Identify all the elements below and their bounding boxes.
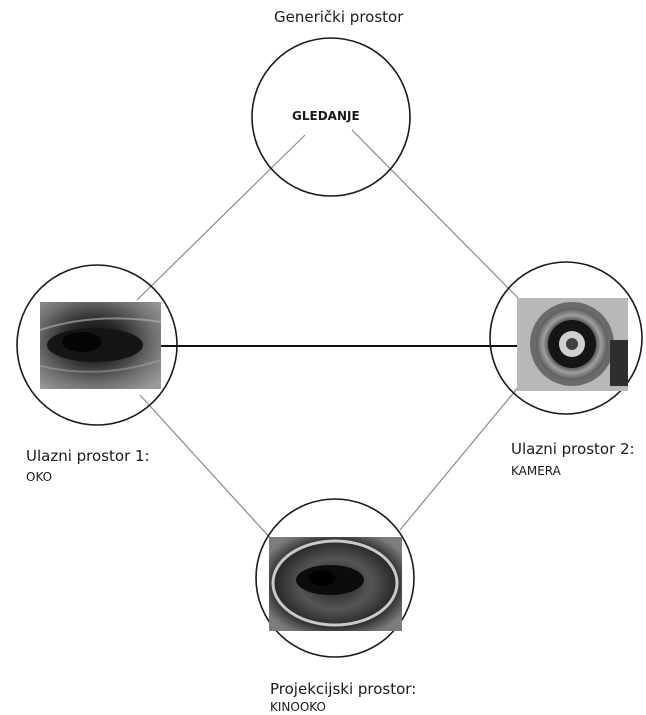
input-space-2-title: Ulazni prostor 2: — [511, 440, 635, 458]
line-generic-to-input1 — [136, 134, 306, 301]
input-space-2-circle — [489, 261, 643, 415]
generic-space-circle — [251, 37, 411, 197]
input-space-2-concept: KAMERA — [511, 464, 561, 478]
kino-eye-lens-photo — [269, 537, 402, 631]
input-space-1-circle — [16, 264, 178, 426]
generic-space-concept: GLEDANJE — [292, 109, 360, 123]
projection-space-concept: KINOOKO — [270, 700, 326, 714]
line-generic-to-input2 — [351, 129, 521, 301]
camera-lens-photo — [517, 298, 628, 391]
generic-space-title: Generički prostor — [274, 8, 404, 26]
line-input1-to-projection — [139, 394, 273, 541]
projection-space-circle — [255, 498, 415, 658]
projection-space-title: Projekcijski prostor: — [270, 680, 417, 698]
eye-photo — [39, 302, 162, 389]
input-space-1-concept: OKO — [26, 470, 53, 484]
input-space-1-title: Ulazni prostor 1: — [26, 447, 150, 465]
line-input2-to-projection — [399, 384, 521, 531]
